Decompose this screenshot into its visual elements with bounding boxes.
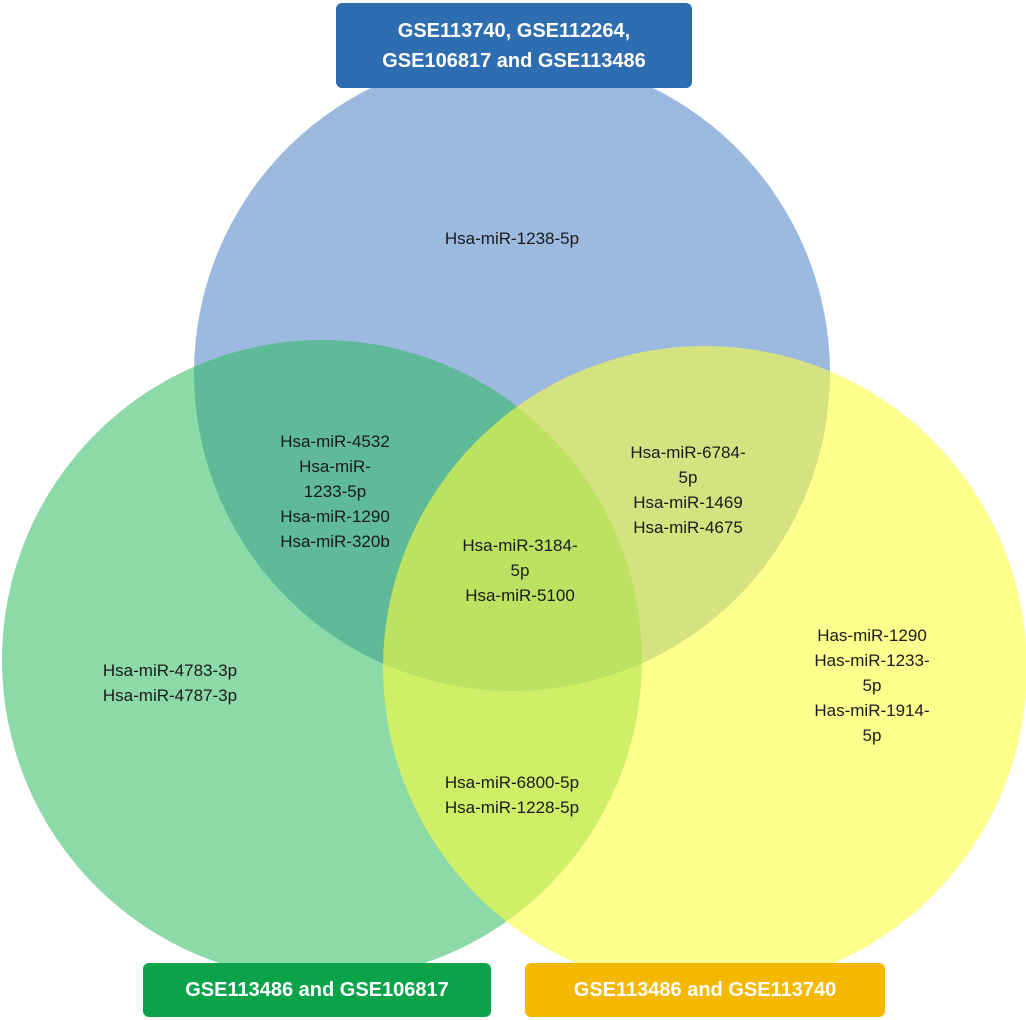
region-left-right-line: Hsa-miR-1228-5p — [445, 798, 579, 817]
region-top-right-line: Hsa-miR-6784- — [630, 443, 745, 462]
region-right-only-line: Has-miR-1290 — [817, 626, 927, 645]
region-all-three: Hsa-miR-3184- 5p Hsa-miR-5100 — [462, 536, 577, 605]
region-top-left-line: Hsa-miR- — [299, 457, 371, 476]
set-label-top: GSE113740, GSE112264, GSE106817 and GSE1… — [336, 3, 692, 88]
set-circle-right — [383, 346, 1026, 990]
region-left-only: Hsa-miR-4783-3p Hsa-miR-4787-3p — [103, 661, 237, 705]
region-top-right: Hsa-miR-6784- 5p Hsa-miR-1469 Hsa-miR-46… — [630, 443, 745, 537]
region-top-right-line: Hsa-miR-1469 — [633, 493, 743, 512]
region-top-only: Hsa-miR-1238-5p — [445, 229, 579, 248]
set-label-top-line: GSE106817 and GSE113486 — [382, 49, 646, 72]
region-right-only: Has-miR-1290 Has-miR-1233- 5p Has-miR-19… — [814, 626, 929, 745]
region-top-right-line: 5p — [679, 468, 698, 487]
set-label-right-line: GSE113486 and GSE113740 — [573, 979, 837, 1001]
region-all-three-line: Hsa-miR-5100 — [465, 586, 575, 605]
region-top-only-line: Hsa-miR-1238-5p — [445, 229, 579, 248]
region-all-three-line: 5p — [511, 561, 530, 580]
region-top-left-line: 1233-5p — [304, 482, 366, 501]
region-left-only-line: Hsa-miR-4787-3p — [103, 686, 237, 705]
region-top-right-line: Hsa-miR-4675 — [633, 518, 743, 537]
region-top-left-line: Hsa-miR-1290 — [280, 507, 390, 526]
region-top-left-line: Hsa-miR-320b — [280, 532, 390, 551]
region-top-left: Hsa-miR-4532 Hsa-miR- 1233-5p Hsa-miR-12… — [280, 432, 390, 551]
set-label-left-line: GSE113486 and GSE106817 — [185, 979, 449, 1001]
region-left-only-line: Hsa-miR-4783-3p — [103, 661, 237, 680]
region-right-only-line: 5p — [863, 676, 882, 695]
region-right-only-line: Has-miR-1914- — [814, 701, 929, 720]
region-left-right: Hsa-miR-6800-5p Hsa-miR-1228-5p — [445, 773, 579, 817]
region-all-three-line: Hsa-miR-3184- — [462, 536, 577, 555]
region-left-right-line: Hsa-miR-6800-5p — [445, 773, 579, 792]
set-label-right: GSE113486 and GSE113740 — [525, 963, 885, 1017]
region-right-only-line: 5p — [863, 726, 882, 745]
region-right-only-line: Has-miR-1233- — [814, 651, 929, 670]
set-label-left: GSE113486 and GSE106817 — [143, 963, 491, 1017]
region-top-left-line: Hsa-miR-4532 — [280, 432, 390, 451]
set-label-top-line: GSE113740, GSE112264, — [397, 19, 631, 42]
